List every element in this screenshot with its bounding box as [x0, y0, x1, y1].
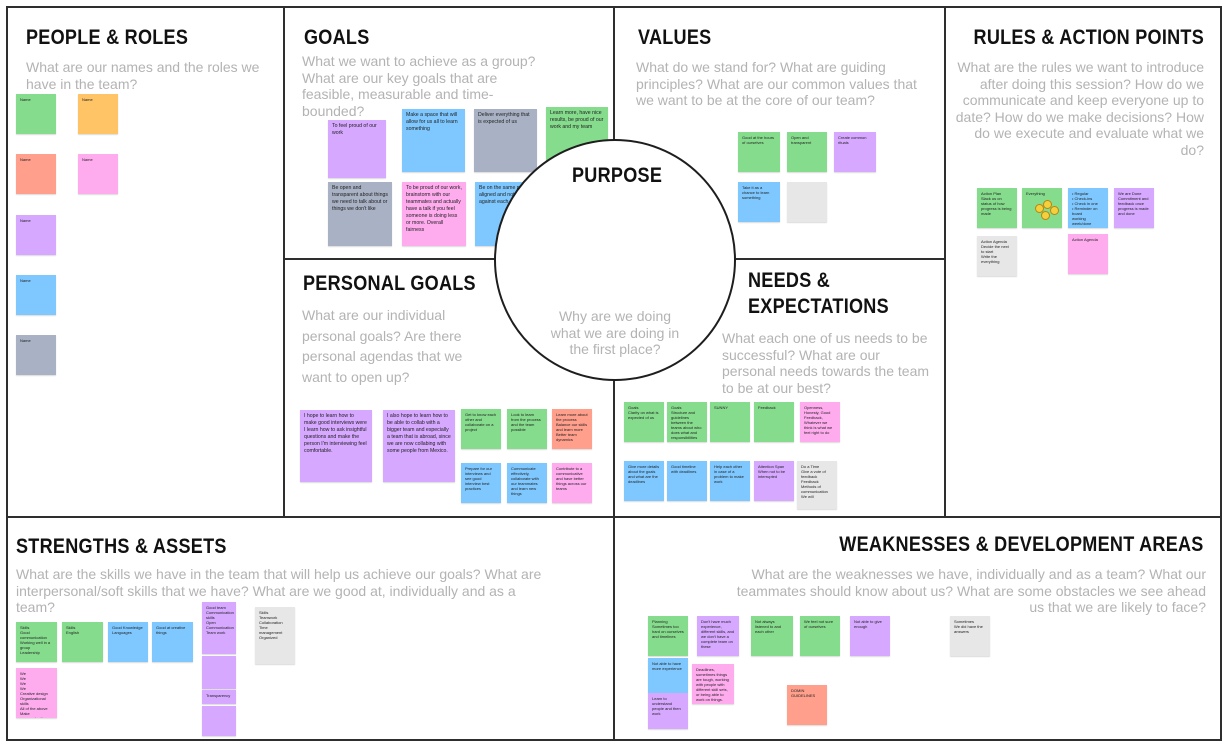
- sticky-note[interactable]: Name: [16, 275, 56, 315]
- sticky-note[interactable]: Take it as a chance to learn something: [738, 182, 780, 222]
- sticky-note[interactable]: Feedback: [754, 402, 794, 442]
- sticky-note[interactable]: Learn to understand people and then work: [648, 693, 688, 729]
- sticky-note[interactable]: We feel not sure of ourselves: [800, 616, 840, 656]
- sticky-note[interactable]: [787, 182, 827, 222]
- sticky-note[interactable]: We are Done Commitment and feedback once…: [1114, 188, 1154, 228]
- sticky-note[interactable]: To feel proud of our work: [328, 120, 386, 178]
- sticky-note[interactable]: DOMIN GUIDELINES: [787, 685, 827, 725]
- strengths-question: What are the skills we have in the team …: [16, 566, 542, 615]
- sticky-note[interactable]: Goals Structure and guidelines between t…: [667, 402, 707, 442]
- sticky-note[interactable]: Good Knowledge Languages: [108, 622, 148, 662]
- sticky-note[interactable]: Make a space that will allow for us all …: [402, 109, 465, 172]
- sticky-note[interactable]: Deadlines, sometimes things are tough, w…: [692, 664, 734, 704]
- sticky-note[interactable]: [202, 656, 236, 689]
- personal-goals-question: What are our individual personal goals? …: [302, 307, 463, 385]
- people-roles-question: What are our names and the roles we have…: [26, 59, 260, 92]
- board-border-right: [1220, 6, 1222, 741]
- sticky-note[interactable]: Help each other in case of a problem to …: [710, 461, 750, 501]
- sticky-note[interactable]: Skills Good communication Working well i…: [16, 622, 57, 662]
- goals-title: GOALS: [304, 26, 370, 49]
- sticky-note[interactable]: Not able to give enough: [850, 616, 890, 656]
- sticky-note[interactable]: Action Agenda: [1068, 234, 1108, 274]
- divider-vertical-1: [283, 6, 285, 517]
- purpose-title: PURPOSE: [572, 164, 663, 187]
- sticky-note[interactable]: Look to learn from the process and the t…: [507, 409, 547, 449]
- sticky-note[interactable]: Contribute to a communicative and have b…: [552, 463, 592, 503]
- sticky-note[interactable]: Attention Span When not to be interrupte…: [754, 461, 794, 501]
- divider-goals-personal: [283, 258, 614, 260]
- sticky-note[interactable]: Learn more about the process Balance our…: [552, 409, 592, 449]
- purpose-question: Why are we doing what we are doing in th…: [550, 308, 680, 357]
- values-title: VALUES: [638, 26, 712, 49]
- sticky-note[interactable]: We We We We Creative design Organization…: [16, 668, 57, 718]
- sticky-note[interactable]: [202, 706, 236, 736]
- sticky-note[interactable]: Skills English: [62, 622, 103, 662]
- sticky-note[interactable]: SUNNY: [710, 402, 750, 442]
- sticky-note[interactable]: Name: [16, 154, 56, 194]
- sticky-note[interactable]: • Regular • Check-ins • Check in one • R…: [1068, 188, 1108, 228]
- sticky-note[interactable]: Not able to have more experience: [648, 658, 688, 693]
- strengths-title: STRENGTHS & ASSETS: [16, 535, 227, 558]
- rules-question: What are the rules we want to introduce …: [955, 59, 1204, 158]
- rules-title: RULES & ACTION POINTS: [973, 26, 1204, 49]
- sticky-note[interactable]: Name: [78, 154, 118, 194]
- sticky-note[interactable]: I hope to learn how to make good intervi…: [300, 410, 372, 482]
- sticky-note[interactable]: Don't have much experience, different sk…: [697, 616, 739, 656]
- sticky-note[interactable]: Action Plan Slack us on status of how pr…: [977, 188, 1017, 228]
- sticky-note[interactable]: Name: [78, 94, 118, 134]
- weaknesses-question: What are the weaknesses we have, individ…: [736, 566, 1206, 615]
- needs-title-line2: EXPECTATIONS: [748, 295, 889, 318]
- sticky-note[interactable]: Name: [16, 94, 56, 134]
- sticky-note[interactable]: Good team Communication skills Open Comm…: [202, 602, 236, 654]
- sticky-note[interactable]: Everything: [1022, 188, 1062, 228]
- sticky-note[interactable]: Skills Teamwork Collaboration Time manag…: [255, 607, 295, 664]
- divider-vertical-3: [944, 6, 946, 517]
- sticky-note[interactable]: Give more details about the goals and wh…: [624, 461, 664, 501]
- sticky-note[interactable]: Name: [16, 335, 56, 375]
- needs-question: What each one of us needs to be successf…: [722, 330, 930, 396]
- sticky-note[interactable]: Goals Clarity on what is expected of us: [624, 402, 664, 442]
- sticky-note[interactable]: Good at the hours of ourselves: [738, 132, 780, 172]
- weaknesses-title: WEAKNESSES & DEVELOPMENT AREAS: [839, 533, 1204, 556]
- sticky-note[interactable]: Good timeline with deadlines: [667, 461, 707, 501]
- purpose-circle: [494, 139, 736, 381]
- sticky-note[interactable]: Transparency: [202, 690, 236, 704]
- sticky-note[interactable]: Sometimes We did have the answers: [950, 616, 990, 656]
- sticky-note[interactable]: Action Agenda Decide the next to start W…: [977, 236, 1017, 276]
- emoji-stickers: [1035, 200, 1059, 220]
- needs-title-line1: NEEDS &: [748, 269, 831, 292]
- personal-goals-title: PERSONAL GOALS: [303, 272, 476, 295]
- values-question: What do we stand for? What are guiding p…: [636, 59, 917, 108]
- sticky-note[interactable]: Open and transparent: [787, 132, 827, 172]
- board-border-left: [6, 6, 8, 741]
- sticky-note[interactable]: Prepare for our interviews and see good …: [461, 463, 501, 503]
- sticky-note[interactable]: Not always listened to and each other: [751, 616, 793, 656]
- sticky-note[interactable]: Name: [16, 215, 56, 255]
- sticky-note[interactable]: Good at creative things: [152, 622, 193, 662]
- sticky-note[interactable]: I also hope to learn how to be able to c…: [383, 410, 455, 482]
- sticky-note[interactable]: To be proud of our work, brainstorm with…: [402, 182, 466, 246]
- goals-question: What we want to achieve as a group? What…: [302, 53, 536, 119]
- sticky-note[interactable]: Do a Time Give a vote of feedback Feedba…: [797, 461, 837, 509]
- sticky-note[interactable]: Openness, Honesty, Good Feedback, Whatev…: [800, 402, 840, 442]
- sticky-note[interactable]: Planning Sometimes too hard on ourselves…: [648, 616, 688, 656]
- people-roles-title: PEOPLE & ROLES: [26, 26, 189, 49]
- sticky-note[interactable]: Get to know each other and collaborate o…: [461, 409, 501, 449]
- sticky-note[interactable]: Create common rituals: [834, 132, 876, 172]
- divider-values-needs: [614, 258, 945, 260]
- sticky-note[interactable]: Be open and transparent about things we …: [328, 182, 392, 246]
- sticky-note[interactable]: Deliver everything that is expected of u…: [474, 109, 537, 172]
- sticky-note[interactable]: Communicate effectively, collaborate wit…: [507, 463, 547, 503]
